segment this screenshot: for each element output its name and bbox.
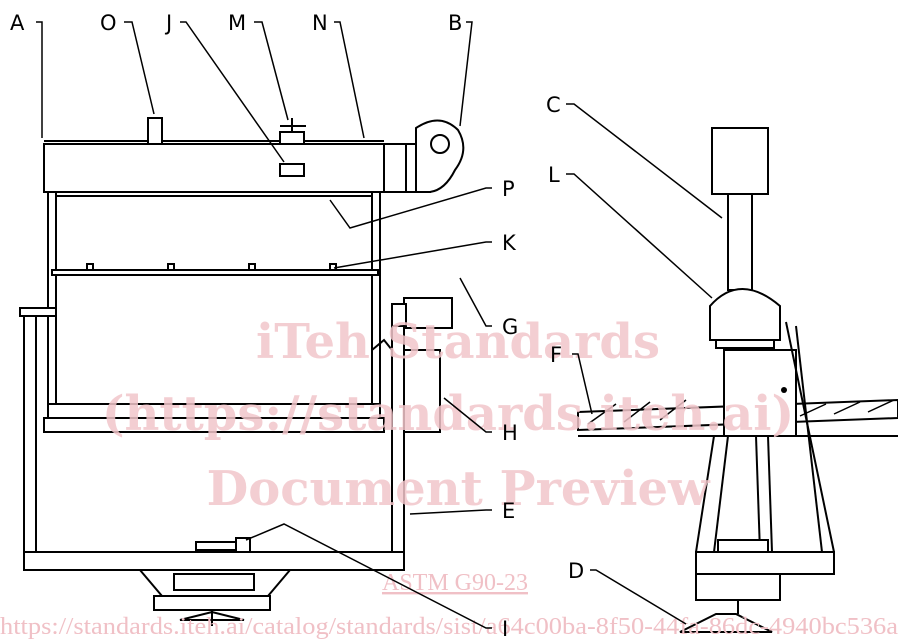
sample-tray	[43, 417, 385, 433]
watermark-line-2: (https://standards.iteh.ai)	[102, 386, 794, 442]
label-d: D	[568, 559, 584, 583]
rack-k	[51, 269, 379, 276]
component-h	[403, 349, 441, 433]
label-l: L	[548, 163, 560, 187]
label-n: N	[312, 11, 328, 35]
label-b: B	[448, 11, 462, 35]
watermark-url: https://standards.iteh.ai/catalog/standa…	[0, 614, 898, 639]
valve-m	[279, 131, 305, 145]
blower-housing	[415, 119, 465, 193]
pedestal	[153, 595, 271, 611]
label-g: G	[502, 315, 518, 339]
label-a: A	[10, 11, 25, 35]
watermark-line-1: iTeh Standards	[256, 314, 660, 370]
component-i	[195, 541, 237, 551]
lamp-dome-l	[709, 288, 781, 341]
front-view	[577, 127, 898, 633]
side-view	[19, 117, 465, 626]
watermark-standard: ASTM G90-23	[382, 570, 528, 596]
motor-c	[711, 127, 769, 195]
component-g	[403, 297, 453, 329]
label-c: C	[546, 93, 561, 117]
label-p: P	[502, 177, 515, 201]
watermark: iTeh Standards (https://standards.iteh.a…	[0, 314, 898, 639]
watermark-line-3: Document Preview	[207, 461, 711, 517]
component-j	[279, 163, 305, 177]
label-j: J	[164, 11, 172, 35]
label-f: F	[550, 343, 562, 367]
label-e: E	[502, 499, 515, 523]
label-k: K	[502, 231, 517, 255]
label-h: H	[502, 421, 518, 445]
housing-indicator-dot	[781, 387, 787, 393]
leader-lines	[36, 21, 723, 629]
post-o	[147, 117, 163, 145]
top-cover	[43, 143, 385, 193]
callout-labels: A O J M N B C L P K G F H E D I	[10, 11, 584, 639]
blower-outlet-circle	[430, 134, 450, 154]
label-o: O	[100, 11, 117, 35]
label-m: M	[228, 11, 246, 35]
label-i: I	[502, 617, 508, 639]
foot-d	[679, 613, 773, 633]
base-d	[695, 551, 835, 575]
base-frame	[23, 551, 405, 571]
